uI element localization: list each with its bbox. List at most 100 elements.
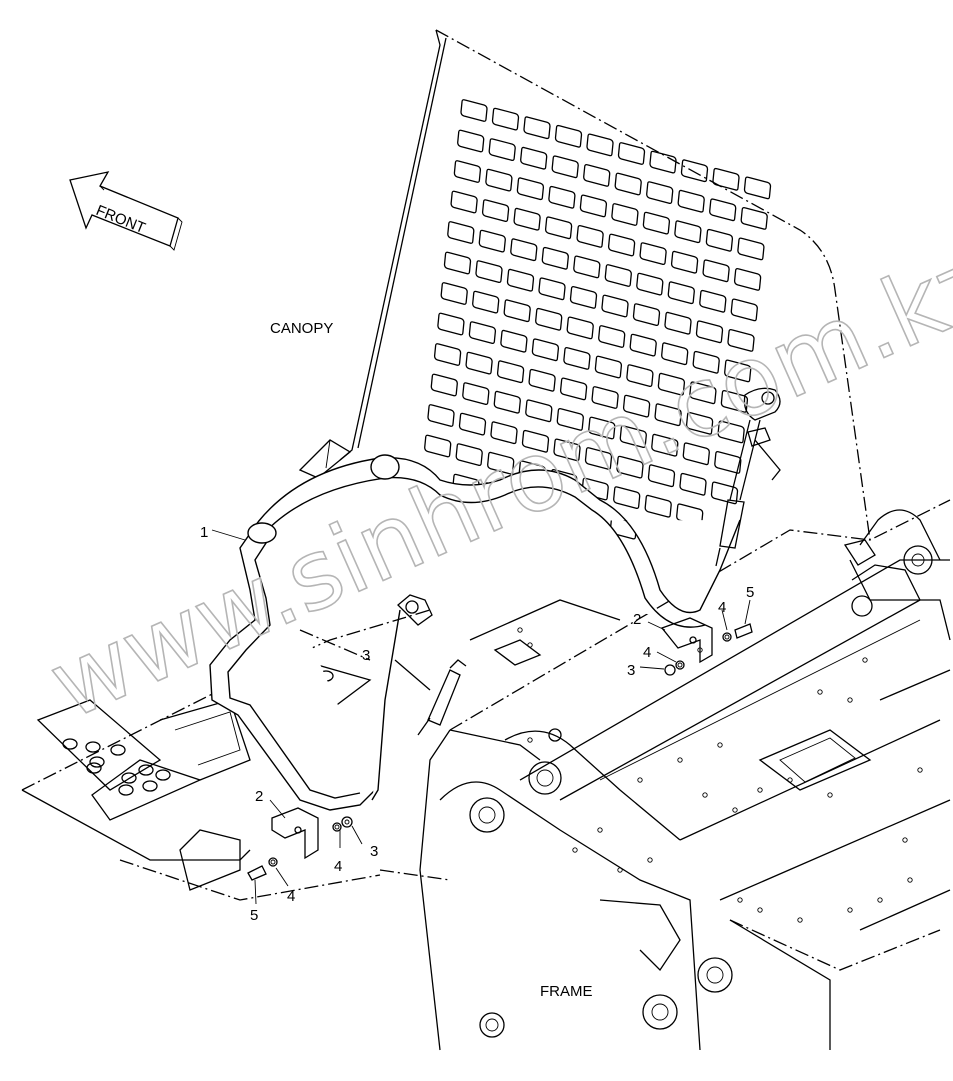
mesh-cell — [724, 359, 752, 383]
pedal-pad — [138, 764, 154, 776]
pedal-pad — [121, 772, 137, 784]
mesh-cell — [642, 211, 671, 235]
mesh-cell — [485, 168, 513, 192]
pedal-pad — [86, 762, 102, 774]
mesh-cell — [674, 220, 702, 244]
mesh-cell — [689, 381, 717, 405]
frame-hole — [917, 767, 923, 773]
frame-hole — [597, 827, 603, 833]
frame-body — [379, 499, 951, 1051]
frame-hole — [517, 627, 523, 633]
mesh-cell — [443, 251, 472, 275]
mesh-cell — [699, 289, 727, 313]
pedal-pad — [155, 769, 171, 781]
mesh-cell — [727, 329, 755, 352]
callout-numbers: 1 2 2 3 3 3 4 4 4 4 5 5 — [200, 524, 754, 924]
mesh-cell — [566, 316, 594, 340]
mesh-cell — [433, 343, 462, 366]
mesh-cell — [670, 250, 699, 274]
mesh-cell — [583, 164, 611, 187]
mesh-cell — [481, 199, 510, 222]
callout-4-right-a: 4 — [643, 644, 651, 661]
mesh-cell — [490, 421, 518, 445]
mesh-cell — [622, 394, 651, 418]
mesh-cell — [500, 329, 528, 353]
mesh-cell — [493, 390, 521, 414]
callout-4-left-b: 4 — [287, 888, 295, 905]
mesh-cell — [447, 221, 475, 244]
mesh-cell — [682, 442, 710, 466]
mesh-cell — [541, 246, 569, 270]
mesh-cell — [437, 312, 465, 336]
mesh-cell — [617, 142, 646, 165]
hardware-right — [664, 623, 753, 676]
mesh-cell — [588, 416, 616, 440]
frame-hole — [847, 697, 853, 703]
mesh-cell — [516, 177, 545, 201]
mesh-cell — [632, 303, 661, 326]
watermark-text: www.sinhrom.com.kz — [34, 225, 953, 741]
mesh-cell — [591, 386, 619, 409]
mesh-cell — [692, 350, 720, 374]
mesh-cell — [548, 185, 576, 209]
frame-hole — [647, 857, 653, 863]
mesh-cell — [733, 268, 762, 291]
mesh-cell — [579, 194, 608, 218]
mesh-cell — [709, 198, 737, 222]
frame-holes — [517, 627, 923, 923]
mesh-cell — [554, 124, 583, 148]
mesh-cell — [740, 207, 768, 230]
mesh-cell — [677, 189, 705, 213]
mesh-cell — [556, 408, 584, 431]
mesh-cell — [649, 150, 677, 174]
mesh-cell — [598, 325, 626, 348]
mesh-cell — [717, 420, 745, 444]
mesh-cell — [525, 399, 553, 423]
hardware-left — [247, 816, 353, 881]
callout-3-upper: 3 — [362, 647, 370, 664]
mesh-cell — [619, 425, 647, 448]
pedal-pad — [142, 780, 158, 792]
mesh-cell — [586, 133, 614, 157]
mesh-cell — [613, 486, 641, 509]
mesh-cell — [475, 260, 503, 283]
frame-hole — [757, 787, 763, 793]
mesh-cell — [427, 404, 455, 427]
frame-hole — [827, 792, 833, 798]
mesh-cell — [639, 242, 667, 265]
mesh-cell — [702, 259, 730, 283]
frame-hole — [862, 657, 868, 663]
mesh-cell — [607, 233, 636, 257]
mesh-cell — [487, 451, 515, 475]
frame-hole — [797, 917, 803, 923]
mesh-cell — [553, 438, 581, 462]
mesh-cell — [657, 372, 686, 396]
frame-hole — [637, 777, 643, 783]
mesh-cell — [695, 320, 724, 344]
mesh-cell — [462, 382, 490, 405]
mesh-cell — [506, 268, 535, 292]
callout-5-right: 5 — [746, 584, 754, 601]
mesh-cell — [680, 159, 709, 183]
mesh-cell — [510, 238, 538, 262]
mesh-cell — [491, 107, 520, 131]
mesh-cell — [468, 321, 497, 344]
mesh-cell — [667, 281, 695, 305]
mesh-cell — [584, 447, 613, 470]
mesh-cell — [457, 129, 485, 153]
mesh-cell — [611, 203, 639, 226]
frame-hole — [677, 757, 683, 763]
mesh-cell — [460, 99, 488, 122]
mesh-cell — [535, 307, 563, 331]
mesh-cell — [440, 282, 468, 305]
mesh-cell — [654, 403, 682, 427]
bracket-right — [660, 617, 713, 664]
mesh-cell — [503, 299, 531, 323]
mesh-cell — [712, 167, 740, 191]
mesh-cell — [523, 116, 551, 140]
mesh-cell — [472, 290, 500, 314]
mesh-cell — [705, 228, 734, 252]
mesh-cell — [737, 237, 765, 261]
